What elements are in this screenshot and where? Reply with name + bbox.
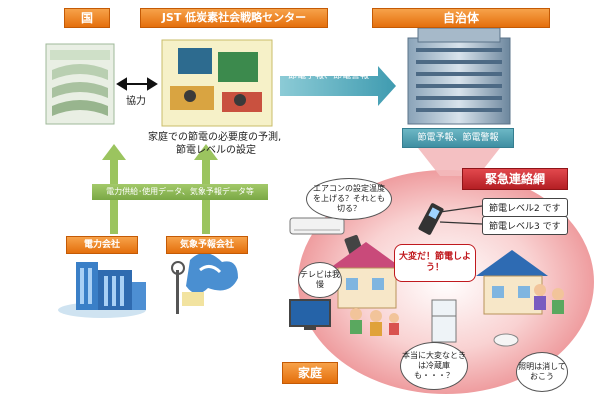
cooperation-text: 協力 (126, 96, 146, 107)
aircon-bubble: エアコンの設定温度を上げる？それとも切る？ (306, 178, 392, 220)
house-right (476, 250, 548, 315)
label-power-company: 電力会社 (66, 236, 138, 254)
level2-label: 節電レベル2 です (482, 198, 568, 217)
alarm-bubble: 大変だ！節電しよう！ (394, 244, 476, 282)
label-weather-company: 気象予報会社 (166, 236, 248, 254)
jst-office-picture (161, 39, 273, 127)
alert-arrow-to-city (280, 66, 396, 106)
alert-text-arrow: 節電予報、節電警報 (288, 71, 370, 81)
label-country: 国 (64, 8, 110, 28)
level3-label: 節電レベル3 です (482, 216, 568, 235)
label-jst: JST 低炭素社会戦略センター (140, 8, 328, 28)
refrigerator (431, 299, 457, 343)
house-left (330, 242, 402, 309)
air-conditioner (289, 217, 345, 235)
parliament-picture (45, 43, 115, 125)
light-bubble: 照明は消しておこう (516, 352, 568, 392)
tv-bubble: テレビは我慢 (298, 262, 342, 298)
power-company-building (58, 262, 146, 318)
municipality-building (407, 27, 511, 125)
television (289, 299, 331, 330)
cooperation-arrow (116, 77, 158, 91)
people-figures (350, 284, 564, 336)
label-household: 家庭 (282, 362, 338, 384)
prediction-text-line2: 節電レベルの設定 (176, 145, 256, 156)
phone-lines (439, 205, 483, 225)
weather-company-picture (171, 252, 238, 314)
fridge-bubble: 本当に大変なときは冷蔵庫も・・・？ (400, 342, 468, 390)
data-arrow-label: 電力供給･使用データ、気象予報データ等 (92, 184, 268, 200)
label-emergency-network: 緊急連絡網 (462, 168, 568, 190)
ceiling-light (493, 333, 519, 347)
label-municipality: 自治体 (372, 8, 550, 28)
prediction-text-line1: 家庭での節電の必要度の予測, (148, 132, 282, 143)
alert-text-below-city: 節電予報、節電警報 (402, 128, 514, 148)
mobile-phone (418, 203, 444, 235)
